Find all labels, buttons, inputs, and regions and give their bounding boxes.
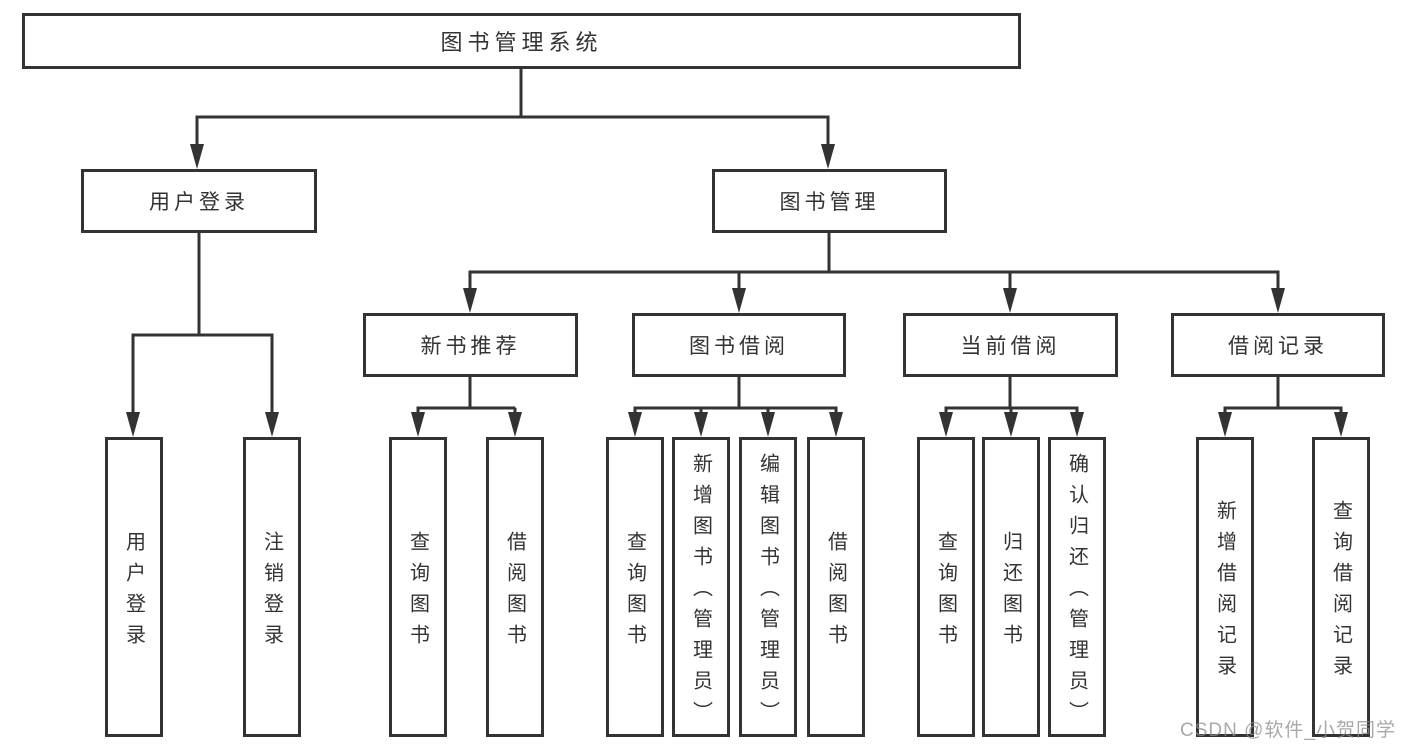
leaf-query-books-2: 查询图书 [606, 437, 664, 737]
leaf-query-borrow-record-label: 查询借阅记录 [1329, 499, 1352, 686]
leaf-edit-books-admin: 编辑图书（管理员） [739, 437, 797, 737]
leaf-confirm-return-admin: 确认归还（管理员） [1048, 437, 1106, 737]
node-borrowing-records: 借阅记录 [1171, 313, 1385, 377]
leaf-query-books-2-label: 查询图书 [623, 530, 646, 655]
connector-current-borrow-children [939, 377, 1084, 437]
connector-new-book-children [411, 377, 522, 437]
node-library-management-system: 图书管理系统 [22, 13, 1021, 69]
leaf-return-books-label: 归还图书 [999, 530, 1022, 655]
leaf-query-borrow-record: 查询借阅记录 [1312, 437, 1370, 737]
leaf-borrow-books-1-label: 借阅图书 [503, 530, 526, 655]
leaf-add-borrow-record: 新增借阅记录 [1196, 437, 1254, 737]
node-new-book-recommendation: 新书推荐 [363, 313, 578, 377]
connector-book-management-sections [463, 233, 1285, 313]
leaf-query-books-3: 查询图书 [917, 437, 975, 737]
leaf-borrow-books-1: 借阅图书 [486, 437, 544, 737]
csdn-watermark: CSDN @软件_小贺同学 [1180, 720, 1396, 741]
node-book-management: 图书管理 [712, 169, 947, 233]
leaf-query-books-1: 查询图书 [389, 437, 447, 737]
leaf-return-books: 归还图书 [982, 437, 1040, 737]
leaf-confirm-return-admin-label: 确认归还（管理员） [1065, 453, 1088, 732]
leaf-logout-label: 注销登录 [260, 530, 283, 655]
leaf-query-books-1-label: 查询图书 [406, 530, 429, 655]
node-book-borrowing: 图书借阅 [632, 313, 846, 377]
connector-borrow-record-children [1218, 377, 1348, 437]
leaf-add-books-admin-label: 新增图书（管理员） [689, 453, 712, 732]
connector-book-borrow-children [628, 377, 843, 437]
connector-user-login-children [126, 233, 279, 437]
leaf-add-books-admin: 新增图书（管理员） [672, 437, 730, 737]
leaf-query-books-3-label: 查询图书 [934, 530, 957, 655]
connector-root-to-level2 [190, 69, 835, 169]
node-user-login: 用户登录 [81, 169, 317, 233]
leaf-borrow-books-2: 借阅图书 [807, 437, 865, 737]
leaf-borrow-books-2-label: 借阅图书 [824, 530, 847, 655]
leaf-add-borrow-record-label: 新增借阅记录 [1213, 499, 1236, 686]
leaf-user-login: 用户登录 [105, 437, 163, 737]
leaf-edit-books-admin-label: 编辑图书（管理员） [756, 453, 779, 732]
leaf-logout: 注销登录 [243, 437, 301, 737]
node-current-borrowing: 当前借阅 [903, 313, 1118, 377]
leaf-user-login-label: 用户登录 [122, 530, 145, 655]
